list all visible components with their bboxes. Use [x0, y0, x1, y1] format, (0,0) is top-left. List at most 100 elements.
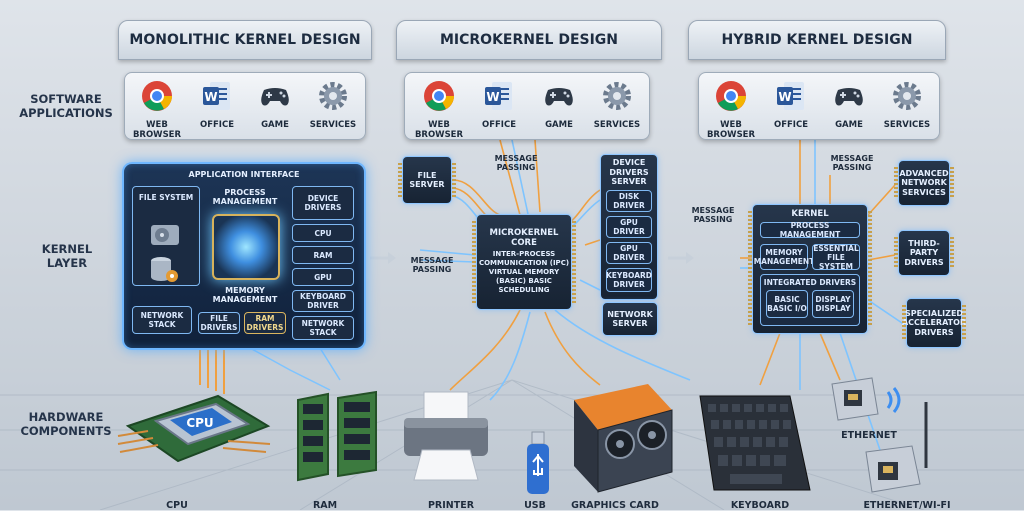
gamepad-icon [261, 88, 289, 106]
word-icon: W [203, 82, 230, 110]
hybrid-integrated-drivers-label: INTEGRATED DRIVERS [763, 278, 857, 287]
chrome-icon [716, 81, 746, 111]
gpu-driver-box-2: GPU DRIVER [606, 242, 652, 264]
file-server-chip: FILE SERVER [398, 156, 456, 204]
hybrid-essential-file-system: ESSENTIAL FILE SYSTEM [812, 243, 860, 271]
microkernel-title: MICROKERNEL DESIGN [396, 20, 662, 60]
hybrid-process-management: PROCESS MANAGEMENT [760, 221, 860, 239]
monolithic-title: MONOLITHIC KERNEL DESIGN [118, 20, 372, 60]
app-office: W OFFICE [187, 77, 247, 130]
ethernet-label: ETHERNET [841, 430, 897, 441]
hybrid-basic-io: BASIC BASIC I/O [766, 290, 808, 318]
process-management-label: PROCESS MANAGEMENT [212, 188, 278, 206]
microkernel-core-detail: INTER-PROCESS COMMUNICATION (IPC) VIRTUA… [478, 250, 570, 294]
disk-driver-box: DISK DRIVER [606, 190, 652, 212]
hybrid-memory-management: MEMORY MANAGEMENT [754, 244, 814, 270]
app-label: OFFICE [773, 120, 809, 130]
hybrid-message-passing-left: MESSAGE PASSING [691, 206, 735, 224]
network-server-chip: NETWORK SERVER [602, 302, 658, 336]
keyboard-driver-box: KEYBOARD DRIVER [606, 268, 652, 292]
hybrid-display: DISPLAY DISPLAY [812, 290, 854, 318]
ram-label: RAM [312, 500, 338, 511]
svg-text:W: W [486, 90, 499, 104]
app-label: SERVICES [883, 120, 931, 130]
monolithic-kernel-panel: APPLICATION INTERFACE FILE SYSTEM PROCES… [122, 162, 366, 350]
message-passing-top-label: MESSAGE PASSING [494, 154, 538, 172]
usb-label: USB [524, 500, 546, 511]
app-label: GAME [835, 120, 863, 130]
row-label-hardware: HARDWARE COMPONENTS [20, 410, 112, 438]
app-web-browser: WEB BROWSER [127, 77, 187, 140]
app-web-browser: WEB BROWSER [409, 77, 469, 140]
hard-disk-icon [151, 225, 179, 245]
cpu-label: CPU [166, 500, 188, 511]
third-party-drivers-chip: THIRD-PARTY DRIVERS [894, 230, 954, 276]
gamepad-icon [545, 88, 573, 106]
gpu-driver-box: GPU [292, 268, 354, 286]
database-icon [151, 257, 178, 282]
application-interface-label: APPLICATION INTERFACE [188, 170, 300, 179]
app-label: WEB BROWSER [414, 120, 464, 140]
microkernel-core-label: MICROKERNEL CORE [489, 228, 559, 248]
gamepad-icon [835, 88, 863, 106]
network-stack-left-box: NETWORK STACK [132, 306, 192, 334]
app-label: OFFICE [481, 120, 517, 130]
app-web-browser: WEB BROWSER [701, 77, 761, 140]
app-label: WEB BROWSER [132, 120, 182, 140]
cpu-core-chip [212, 214, 280, 280]
app-label: SERVICES [309, 120, 357, 130]
cpu-hardware-icon: CPU [117, 394, 271, 463]
apps-monolithic: WEB BROWSER W OFFICE GAME SERVICES [124, 72, 366, 140]
microkernel-core-chip: MICROKERNEL CORE INTER-PROCESS COMMUNICA… [472, 214, 576, 310]
app-label: GAME [545, 120, 573, 130]
ram-drivers-box: RAM DRIVERS [244, 312, 286, 334]
apps-microkernel: WEB BROWSER W OFFICE GAME SERVICES [404, 72, 650, 140]
usb-drive-icon [527, 431, 549, 494]
chrome-icon [142, 81, 172, 111]
device-drivers-box: DEVICE DRIVERS [292, 186, 354, 220]
device-drivers-server-label: DEVICE DRIVERS SERVER [609, 158, 649, 186]
chrome-icon [424, 81, 454, 111]
app-office: W OFFICE [761, 77, 821, 130]
memory-management-label: MEMORY MANAGEMENT [212, 286, 278, 304]
app-game: GAME [819, 77, 879, 130]
file-system-label: FILE SYSTEM [138, 193, 194, 202]
cpu-chip-text: CPU [186, 416, 213, 430]
keyboard-label: KEYBOARD [730, 500, 790, 511]
gear-icon [893, 82, 921, 110]
word-icon: W [777, 82, 804, 110]
file-drivers-box: FILE DRIVERS [198, 312, 240, 334]
hybrid-kernel-label: KERNEL [791, 209, 829, 219]
hybrid-title: HYBRID KERNEL DESIGN [688, 20, 946, 60]
hybrid-title-text: HYBRID KERNEL DESIGN [721, 32, 913, 48]
app-game: GAME [245, 77, 305, 130]
printer-icon [404, 391, 488, 481]
row-label-software: SOFTWARE APPLICATIONS [19, 92, 113, 120]
ram-driver-box: RAM [292, 246, 354, 264]
hybrid-message-passing-top: MESSAGE PASSING [830, 154, 874, 172]
app-label: SERVICES [593, 120, 641, 130]
wifi-router-icon [865, 402, 928, 493]
svg-text:W: W [778, 90, 791, 104]
ethernet-port-icon [831, 377, 901, 421]
gear-icon [603, 82, 631, 110]
printer-label: PRINTER [427, 500, 475, 511]
gear-icon [319, 82, 347, 110]
app-office: W OFFICE [469, 77, 529, 130]
microkernel-title-text: MICROKERNEL DESIGN [439, 32, 619, 48]
apps-hybrid: WEB BROWSER W OFFICE GAME SERVICES [698, 72, 940, 140]
gpu-driver-box-1: GPU DRIVER [606, 216, 652, 238]
specialized-accelerator-drivers-chip: SPECIALIZED ACCELERATOR DRIVERS [902, 298, 966, 348]
keyboard-icon [699, 395, 811, 491]
keyboard-driver-box: KEYBOARD DRIVER [292, 290, 354, 312]
advanced-network-services-chip: ADVANCED NETWORK SERVICES [894, 160, 954, 206]
network-stack-right-box: NETWORK STACK [292, 316, 354, 340]
row-label-kernel: KERNEL LAYER [41, 242, 93, 270]
app-game: GAME [529, 77, 589, 130]
svg-text:W: W [204, 90, 217, 104]
app-label: OFFICE [199, 120, 235, 130]
graphics-card-label: GRAPHICS CARD [571, 500, 659, 511]
ram-hardware-icon [297, 390, 377, 482]
graphics-card-icon [574, 384, 673, 493]
